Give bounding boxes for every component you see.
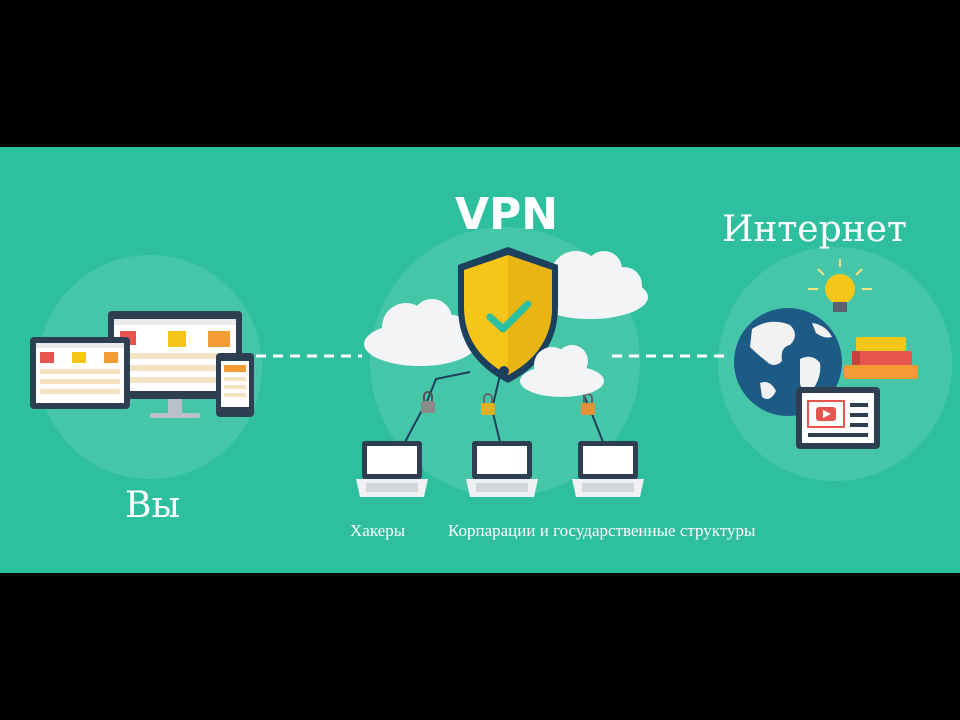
diagram-title: VPN <box>455 189 559 240</box>
laptop-icon <box>356 441 428 497</box>
laptop-icon <box>572 441 644 497</box>
video-player-icon <box>796 387 880 449</box>
phone-icon <box>216 353 254 417</box>
diagram-graphics <box>30 247 918 497</box>
laptop-icon <box>466 441 538 497</box>
shield-check-icon <box>458 247 558 383</box>
monitor-icon <box>108 311 242 418</box>
vpn-diagram-banner: VPN Интернет Вы Хакеры Корпарации и госу… <box>0 147 960 573</box>
lock-icon <box>481 393 495 415</box>
books-icon <box>844 337 918 379</box>
you-label: Вы <box>125 485 181 526</box>
lock-icon <box>421 391 435 413</box>
hub-node <box>499 366 509 376</box>
internet-label: Интернет <box>722 209 907 250</box>
lock-icon <box>581 393 595 415</box>
cloud-icon <box>532 251 648 319</box>
tablet-icon <box>30 337 130 409</box>
cloud-icon <box>364 299 476 366</box>
lightbulb-icon <box>808 259 872 312</box>
cloud-icon <box>520 345 604 397</box>
hackers-label: Хакеры <box>350 521 406 540</box>
corporations-label: Корпарации и государственные структуры <box>448 521 756 540</box>
